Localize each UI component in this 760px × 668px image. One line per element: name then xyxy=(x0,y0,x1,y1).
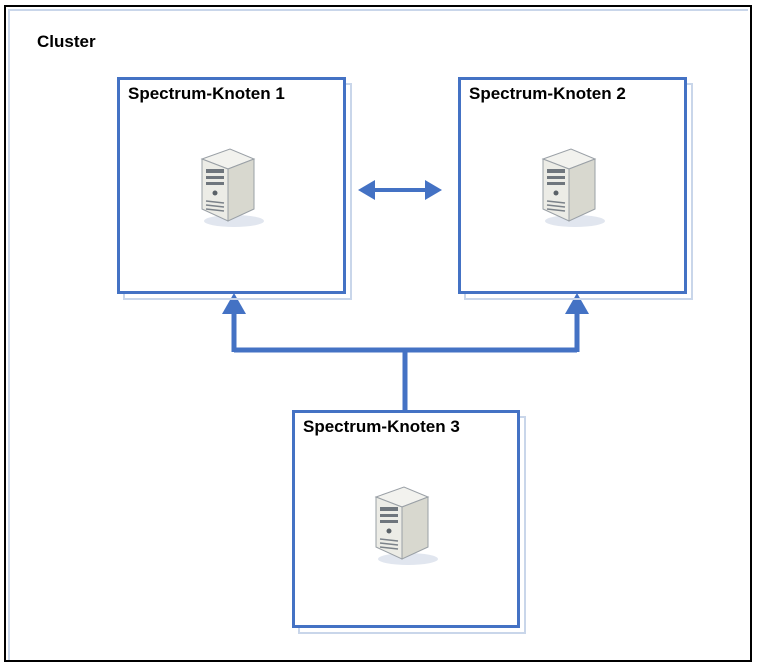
cluster-label: Cluster xyxy=(37,32,96,51)
node-1: Spectrum-Knoten 1 xyxy=(117,77,346,294)
server-icon xyxy=(200,148,264,227)
node-3-label: Spectrum-Knoten 3 xyxy=(303,417,460,436)
cluster-inner-border xyxy=(8,9,748,660)
server-icon xyxy=(541,148,605,227)
node-2-label: Spectrum-Knoten 2 xyxy=(469,84,626,103)
server-icon xyxy=(374,486,438,565)
node-1-label: Spectrum-Knoten 1 xyxy=(128,84,285,103)
node-2: Spectrum-Knoten 2 xyxy=(458,77,687,294)
node-3: Spectrum-Knoten 3 xyxy=(292,410,520,628)
